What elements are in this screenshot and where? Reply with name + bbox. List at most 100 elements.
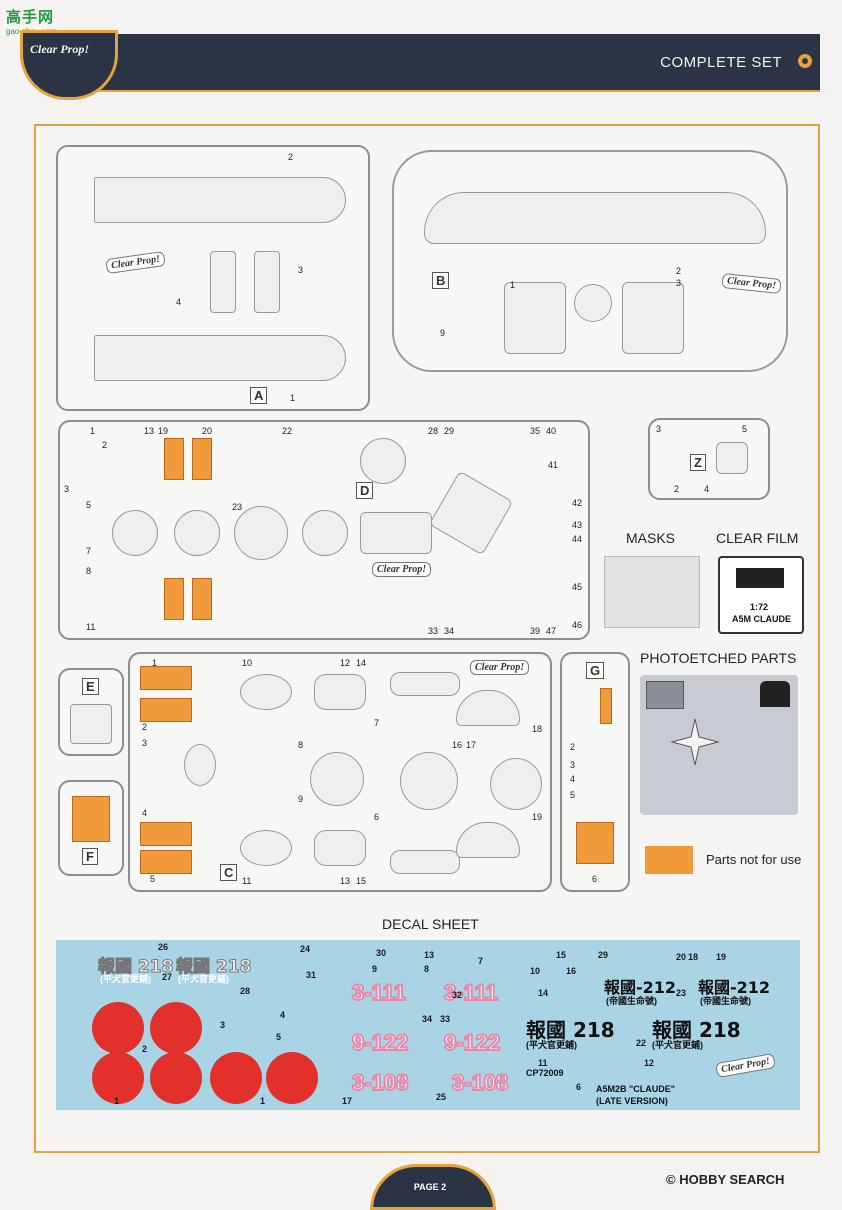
decal-kanji: 報國-212: [604, 978, 677, 997]
hinomaru-roundel: [150, 1052, 202, 1104]
decal-kanji: 報國 218: [175, 957, 252, 978]
decal-number: 7: [478, 956, 484, 966]
decal-number: 18: [688, 952, 699, 962]
decal-code: 9-122: [351, 1029, 409, 1056]
part-e: [70, 704, 112, 744]
part-number: 19: [158, 426, 169, 436]
page-title: COMPLETE SET: [660, 54, 782, 71]
sprue-d: Clear Prop! D 1 2 3 5 7 8 11 13 19 20 23…: [58, 420, 590, 640]
unused-part: [140, 822, 192, 846]
part-number: 6: [592, 874, 598, 884]
spat-part: [240, 674, 292, 710]
decal-number: 31: [306, 970, 317, 980]
part-number: 16: [452, 740, 463, 750]
part-number: 46: [572, 620, 583, 630]
decal-kanji: 報國 218: [97, 957, 174, 978]
decal-number: 15: [556, 950, 567, 960]
brand-logo: Clear Prop!: [30, 42, 90, 56]
product-code: CP72009: [526, 1068, 564, 1078]
part-number: 44: [572, 534, 583, 544]
part-number: 9: [298, 794, 304, 804]
part-number: 9: [440, 328, 446, 338]
decal-code: 3-111: [351, 979, 407, 1006]
part-number: 5: [570, 790, 576, 800]
part-number: 43: [572, 520, 583, 530]
clear-film-model: A5M CLAUDE: [732, 614, 792, 624]
decal-number: 1: [114, 1096, 120, 1106]
fuselage-half-upper: [94, 177, 346, 223]
masks-sheet: [604, 556, 700, 628]
part-number: 2: [102, 440, 108, 450]
sprue-a-logo: Clear Prop!: [105, 250, 166, 275]
part-number: 3: [570, 760, 576, 770]
canopy-part: [456, 822, 520, 858]
clear-film-scale: 1:72: [750, 602, 769, 612]
sprue-z: Z 3 5 2 4: [648, 418, 770, 500]
part-number: 39: [530, 626, 541, 636]
decal-kanji-sub: (平犬官更鋪): [178, 974, 229, 984]
spat-part: [240, 830, 292, 866]
decal-number: 29: [598, 950, 609, 960]
sprue-g: G 2 3 4 5 6: [560, 652, 630, 892]
part-number: 4: [142, 808, 148, 818]
decal-number: 26: [158, 942, 169, 952]
decal-code: 3-108: [351, 1069, 409, 1096]
decal-number: 28: [240, 986, 251, 996]
part-number: 10: [242, 658, 253, 668]
part-number: 35: [530, 426, 541, 436]
part-number: 11: [242, 876, 252, 886]
sprue-e: E: [58, 668, 124, 756]
decal-number: 25: [436, 1092, 447, 1102]
part-number: 41: [548, 460, 559, 470]
engine-front: [360, 438, 406, 484]
part-number: 2: [570, 742, 576, 752]
clear-film-label: CLEAR FILM: [716, 530, 799, 546]
sprue-b-logo: Clear Prop!: [721, 272, 782, 295]
decal-kanji-sub: (平犬官更鋪): [526, 1040, 577, 1050]
unused-part: [140, 698, 192, 722]
wing-upper: [424, 192, 766, 244]
decal-number: 16: [566, 966, 577, 976]
hinomaru-roundel: [92, 1002, 144, 1054]
decal-number: 22: [636, 1038, 647, 1048]
engine-ring: [174, 510, 220, 556]
drop-tank: [390, 850, 460, 874]
star-icon: [670, 717, 720, 767]
hinomaru-roundel: [210, 1052, 262, 1104]
decal-sheet: 報國 218 報國 218 (平犬官更鋪) (平犬官更鋪) 3-111 3-11…: [56, 940, 800, 1110]
part-number: 7: [374, 718, 380, 728]
decal-number: 13: [424, 950, 435, 960]
decal-number: 20: [676, 952, 687, 962]
decal-number: 27: [162, 972, 173, 982]
decal-code: 9-122: [443, 1029, 501, 1056]
part-number: 13: [340, 876, 351, 886]
part-number: 47: [546, 626, 557, 636]
decal-number: 17: [342, 1096, 353, 1106]
part-number: 34: [444, 626, 455, 636]
hinomaru-roundel: [150, 1002, 202, 1054]
sprue-f: F: [58, 780, 124, 876]
part-number: 4: [704, 484, 710, 494]
part-number: 15: [356, 876, 367, 886]
decal-number: 24: [300, 944, 311, 954]
part-number: 2: [674, 484, 680, 494]
decal-kanji-sub: (帝國生命號): [700, 996, 751, 1006]
decal-number: 12: [644, 1058, 655, 1068]
propeller-hub: [574, 284, 612, 322]
part-number: 45: [572, 582, 583, 592]
unused-part: [600, 688, 612, 724]
sprue-z-letter: Z: [690, 454, 706, 471]
decal-number: 9: [372, 964, 378, 974]
header-banner: [88, 34, 820, 92]
decal-number: 33: [440, 1014, 451, 1024]
pe-instrument-panel: [646, 681, 684, 709]
instrument-panel-film: [736, 568, 784, 588]
part-number: 1: [290, 393, 296, 403]
decal-code: 3-108: [451, 1069, 509, 1096]
decal-kanji-sub: (帝國生命號): [606, 996, 657, 1006]
photoetched-fret: [640, 675, 798, 815]
page-number: PAGE 2: [413, 1182, 447, 1192]
decal-sheet-label: DECAL SHEET: [382, 916, 479, 932]
decal-kanji: 報國 218: [652, 1018, 741, 1042]
decal-kanji-sub: (平犬官更鋪): [100, 974, 151, 984]
